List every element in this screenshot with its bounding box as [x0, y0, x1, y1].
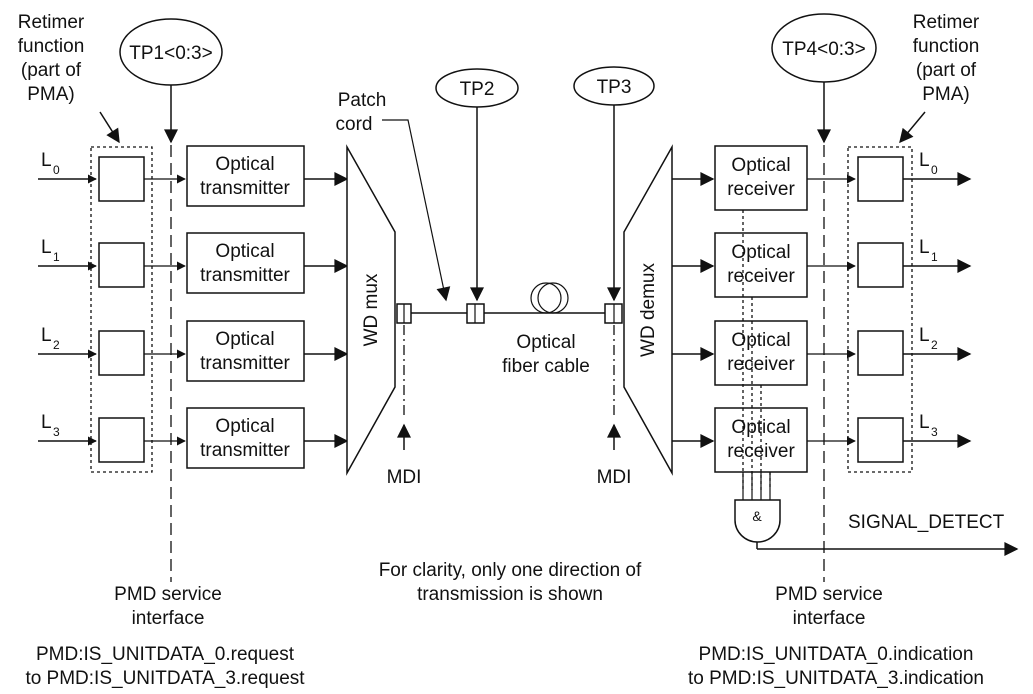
- and-gate: [734, 499, 781, 543]
- primitive-left-2: to PMD:IS_UNITDATA_3.request: [25, 668, 305, 689]
- transmitter-box-0: [186, 145, 305, 207]
- retimer-label-left: Retimer function (part of PMA): [18, 12, 85, 105]
- lane-in-2-index: 2: [53, 338, 60, 352]
- transmitters: Optical transmitter Optical transmitter …: [186, 145, 349, 469]
- retimer-label-right-3: (part of: [916, 60, 977, 81]
- retimer-group-left: [90, 146, 153, 473]
- wd-demux-label: WD demux: [638, 263, 659, 357]
- signal-detect-label: SIGNAL_DETECT: [848, 512, 1005, 533]
- patch-cord-pointer: [382, 119, 451, 302]
- receivers: Optical receiver Optical receiver Optica…: [672, 145, 808, 473]
- lane-out-1-index: 1: [931, 250, 938, 264]
- tp3-label: TP3: [597, 77, 632, 98]
- retimer-arrow-right: [899, 111, 926, 144]
- retimer-box-left-2: [98, 330, 145, 376]
- tp4-label: TP4<0:3>: [782, 39, 865, 60]
- receiver-0-line1: Optical: [731, 155, 790, 176]
- signal-detect-lines: [742, 210, 771, 500]
- wd-demux: [623, 144, 673, 476]
- retimer-box-left-3: [98, 417, 145, 463]
- pmd-label-left-2: interface: [132, 608, 205, 629]
- lane-in-0-letter: L: [41, 150, 52, 171]
- lane-out-2-index: 2: [931, 338, 938, 352]
- pmd-label-right-1: PMD service: [775, 584, 883, 605]
- retimer-box-right-1: [857, 242, 904, 288]
- primitive-left-1: PMD:IS_UNITDATA_0.request: [36, 644, 295, 665]
- receiver-box-0: [714, 145, 808, 211]
- tp1-label: TP1<0:3>: [129, 43, 212, 64]
- receiver-1-line2: receiver: [727, 266, 795, 287]
- lane-out-0-letter: L: [919, 150, 930, 171]
- lane-in-3-letter: L: [41, 412, 52, 433]
- transmitter-2-line1: Optical: [215, 329, 274, 350]
- lane-in-0-index: 0: [53, 163, 60, 177]
- lane-out-3-index: 3: [931, 425, 938, 439]
- retimer-label-right-1: Retimer: [913, 12, 980, 33]
- mdi-label-left: MDI: [387, 467, 422, 488]
- retimer-label-right-4: PMA): [922, 84, 970, 105]
- receiver-box-1: [714, 232, 808, 298]
- and-gate-symbol: &: [752, 508, 762, 524]
- transmitter-box-1: [186, 232, 305, 294]
- tp2-label: TP2: [460, 79, 495, 100]
- transmitter-box-3: [186, 407, 305, 469]
- left-lanes: L 0 L 1 L 2 L 3: [38, 150, 186, 463]
- fiber-label-1: Optical: [516, 332, 575, 353]
- direction-note-2: transmission is shown: [417, 584, 603, 605]
- patch-cord-label-2: cord: [336, 114, 373, 135]
- transmitter-1-line1: Optical: [215, 241, 274, 262]
- receiver-0-line2: receiver: [727, 179, 795, 200]
- lane-in-3-index: 3: [53, 425, 60, 439]
- receiver-1-line1: Optical: [731, 242, 790, 263]
- fiber-coil-1: [530, 282, 562, 314]
- primitive-right-2: to PMD:IS_UNITDATA_3.indication: [688, 668, 984, 689]
- transmitter-0-line2: transmitter: [200, 178, 290, 199]
- lane-out-3-letter: L: [919, 412, 930, 433]
- primitive-right-1: PMD:IS_UNITDATA_0.indication: [699, 644, 974, 665]
- lane-in-2-letter: L: [41, 325, 52, 346]
- transmitter-box-2: [186, 320, 305, 382]
- retimer-label-left-3: (part of: [21, 60, 82, 81]
- retimer-label-left-1: Retimer: [18, 12, 85, 33]
- right-lanes: L 0 L 1 L 2 L 3: [807, 150, 972, 463]
- transmitter-0-line1: Optical: [215, 154, 274, 175]
- retimer-label-left-4: PMA): [27, 84, 75, 105]
- transmitter-3-line1: Optical: [215, 416, 274, 437]
- retimer-box-left-1: [98, 242, 145, 288]
- retimer-box-right-2: [857, 330, 904, 376]
- retimer-group-right: [847, 146, 913, 473]
- direction-note-1: For clarity, only one direction of: [379, 560, 642, 581]
- receiver-2-line1: Optical: [731, 330, 790, 351]
- patch-cord-label-1: Patch: [338, 90, 387, 111]
- lane-out-0-index: 0: [931, 163, 938, 177]
- transmitter-1-line2: transmitter: [200, 265, 290, 286]
- pmd-label-left-1: PMD service: [114, 584, 222, 605]
- retimer-label-left-2: function: [18, 36, 85, 57]
- transmitter-3-line2: transmitter: [200, 440, 290, 461]
- lane-out-1-letter: L: [919, 237, 930, 258]
- transmitter-2-line2: transmitter: [200, 353, 290, 374]
- lane-out-2-letter: L: [919, 325, 930, 346]
- retimer-box-right-3: [857, 417, 904, 463]
- retimer-box-right-0: [857, 156, 904, 202]
- retimer-box-left-0: [98, 156, 145, 202]
- retimer-label-right: Retimer function (part of PMA): [913, 12, 980, 105]
- retimer-label-right-2: function: [913, 36, 980, 57]
- fiber-coil-2: [537, 282, 569, 314]
- fiber-label-2: fiber cable: [502, 356, 590, 377]
- lane-in-1-letter: L: [41, 237, 52, 258]
- wd-mux: [346, 144, 396, 476]
- pmd-label-right-2: interface: [793, 608, 866, 629]
- lane-in-1-index: 1: [53, 250, 60, 264]
- mdi-label-right: MDI: [597, 467, 632, 488]
- retimer-arrow-left: [99, 111, 120, 144]
- receiver-2-line2: receiver: [727, 354, 795, 375]
- wd-mux-label: WD mux: [361, 273, 382, 346]
